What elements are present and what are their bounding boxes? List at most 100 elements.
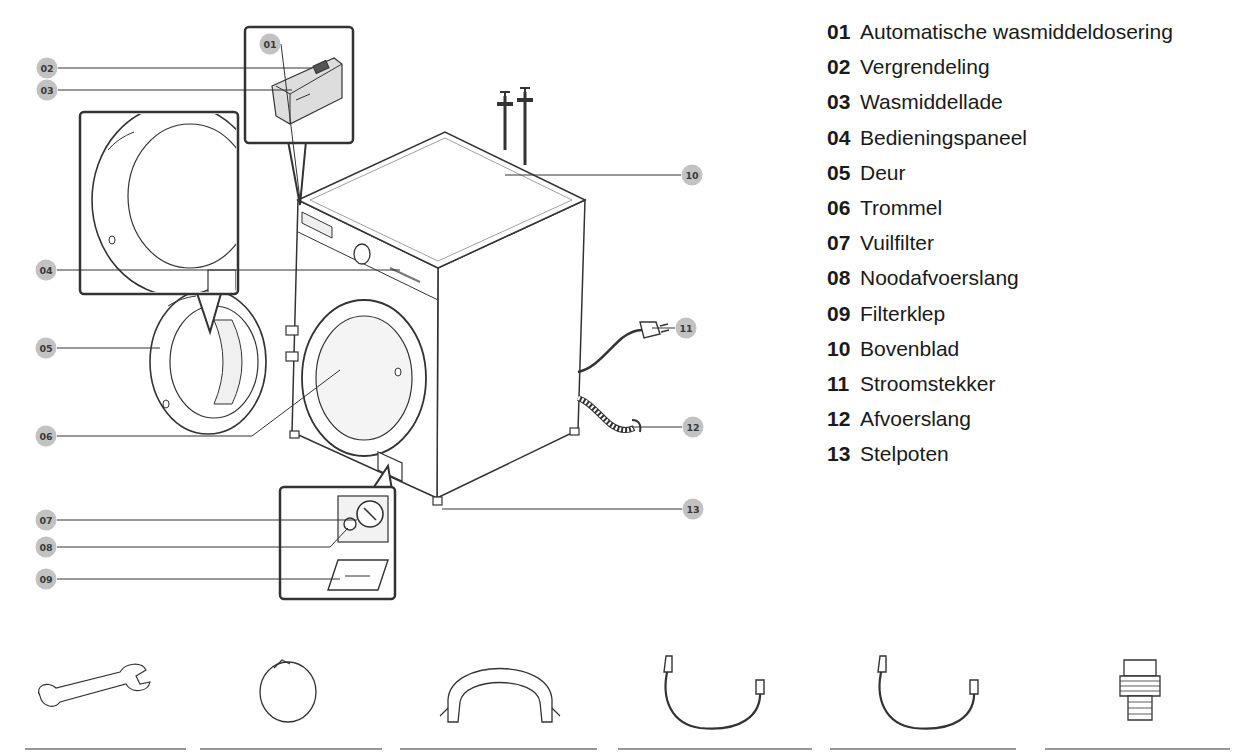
leader-line <box>58 68 312 69</box>
door-catch <box>395 368 401 376</box>
callout-number: 07 <box>39 515 52 526</box>
part-name: Stelpoten <box>860 442 949 466</box>
callout-circle: 01 <box>259 33 281 55</box>
list-number: 04 <box>827 126 850 150</box>
part-name: Afvoerslang <box>860 407 971 431</box>
callout-circle-fill <box>37 58 58 79</box>
filter-cover-slot <box>345 576 370 577</box>
detergent-drawer <box>302 212 332 238</box>
accessory-underline <box>618 748 812 749</box>
leader-line <box>58 90 292 91</box>
part-name: Noodafvoerslang <box>860 266 1019 290</box>
detail-inset <box>245 27 353 143</box>
part-name: Wasmiddellade <box>860 90 1003 114</box>
callout-circle: 07 <box>35 509 57 531</box>
leader-line <box>57 528 348 547</box>
water-hose <box>880 668 975 729</box>
callout-number: 03 <box>40 85 53 96</box>
hole-cap <box>260 662 316 722</box>
callout-circle-fill <box>36 426 57 447</box>
door-glass-bowl <box>214 320 242 404</box>
power-cord <box>578 330 642 372</box>
door-handle <box>168 296 196 306</box>
list-number: 08 <box>827 266 850 290</box>
leveling-foot <box>570 428 579 435</box>
list-number: 02 <box>827 55 850 79</box>
callout-number: 08 <box>39 542 52 553</box>
callout-circle-fill <box>36 260 57 281</box>
callout-circle-fill <box>36 338 57 359</box>
callout-circle: 05 <box>35 337 57 359</box>
top-plate-rim <box>310 138 572 261</box>
door-hinge <box>286 352 298 361</box>
debris-filter <box>357 501 383 527</box>
detail-inset <box>280 487 395 599</box>
door-hinge <box>286 326 298 335</box>
top-plate <box>298 132 585 268</box>
drum <box>316 316 412 440</box>
inset-pointer <box>196 290 222 332</box>
callout-circle-fill <box>683 499 704 520</box>
list-number: 05 <box>827 161 850 185</box>
connector-thread <box>1120 681 1160 714</box>
door-hook <box>163 400 169 408</box>
hose-fitting <box>878 656 978 694</box>
leveling-foot <box>290 431 299 438</box>
callout-circle: 13 <box>682 498 704 520</box>
callout-number: 09 <box>39 574 52 585</box>
list-number: 03 <box>827 90 850 114</box>
door-glass <box>170 306 258 418</box>
callout-circle: 02 <box>36 57 58 79</box>
callout-number: 12 <box>686 422 699 433</box>
leader-line <box>442 509 682 510</box>
accessory-underline <box>25 748 186 749</box>
callout-number: 06 <box>39 431 52 442</box>
leader-line <box>57 348 160 349</box>
list-number: 01 <box>827 20 850 44</box>
callout-circle: 03 <box>36 79 58 101</box>
part-name: Stroomstekker <box>860 372 995 396</box>
callout-circle: 08 <box>35 536 57 558</box>
part-name: Filterklep <box>860 302 945 326</box>
callout-circle: 09 <box>35 568 57 590</box>
callout-circle-fill <box>36 510 57 531</box>
control-panel-edge <box>298 232 438 300</box>
callout-circle-fill <box>260 34 281 55</box>
accessory-underline <box>830 748 1016 749</box>
hose-guide-feet <box>440 708 560 716</box>
water-hose <box>666 668 761 729</box>
callout-circle-fill <box>682 165 703 186</box>
part-name: Automatische wasmiddeldosering <box>860 20 1173 44</box>
detergent-tray-edge <box>276 64 342 124</box>
hose-fitting <box>664 656 764 694</box>
callout-number: 04 <box>39 265 52 276</box>
door-ring <box>302 300 426 456</box>
hose-hook <box>632 420 640 432</box>
part-name: Bedieningspaneel <box>860 126 1027 150</box>
leader-line <box>652 328 675 329</box>
tap-connector <box>1124 660 1156 676</box>
part-name: Vergrendeling <box>860 55 990 79</box>
tray-slot <box>296 94 310 100</box>
filter-housing <box>338 496 388 542</box>
door-detail-glass <box>128 124 236 268</box>
callout-number: 02 <box>40 63 53 74</box>
open-door <box>150 290 266 434</box>
callout-circle: 10 <box>681 164 703 186</box>
list-number: 07 <box>827 231 850 255</box>
door-detail <box>92 114 236 292</box>
part-name: Deur <box>860 161 906 185</box>
list-number: 06 <box>827 196 850 220</box>
drawer-lock <box>313 60 329 73</box>
part-name: Trommel <box>860 196 942 220</box>
accessory-underline <box>200 748 382 749</box>
callout-circle-fill <box>37 80 58 101</box>
callout-circle-fill <box>36 537 57 558</box>
callout-number: 11 <box>679 323 692 334</box>
accessory-underlines <box>25 748 1230 749</box>
list-number: 11 <box>827 372 849 396</box>
callout-number: 01 <box>263 39 276 50</box>
